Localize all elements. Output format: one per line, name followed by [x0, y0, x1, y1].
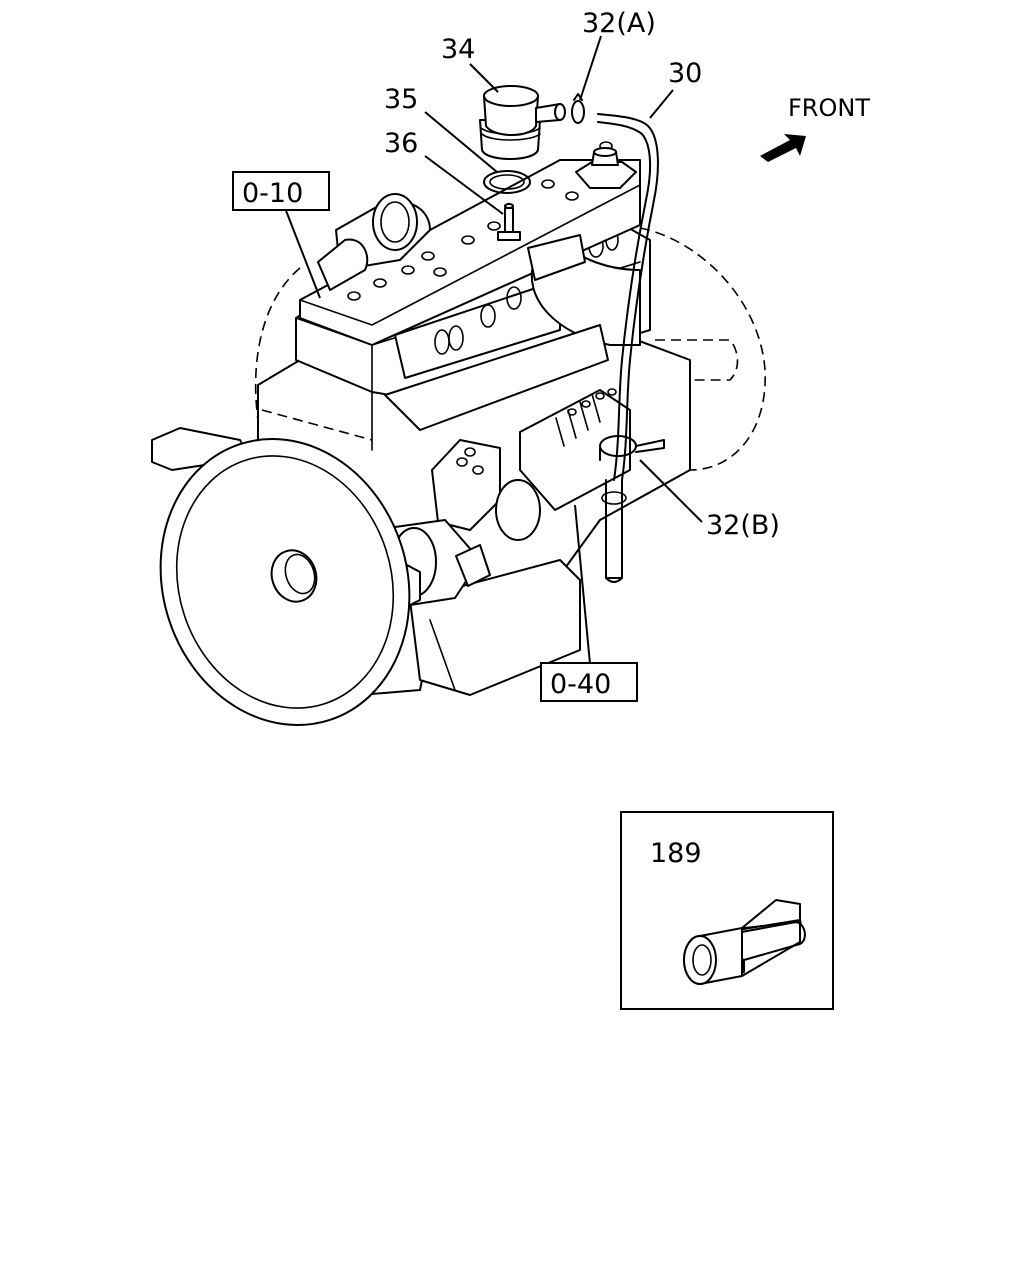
breather-part-34: [479, 85, 566, 160]
label-part-32a: 32(A): [582, 8, 656, 39]
reference-box-0-10[interactable]: 0-10: [232, 171, 330, 211]
bushing-part-189: [683, 899, 806, 985]
front-direction-arrow-icon: [760, 134, 806, 162]
reference-label-0-40: 0-40: [550, 669, 611, 700]
hose-clamp-part-32a: [571, 93, 585, 124]
label-part-30: 30: [668, 58, 702, 89]
reference-label-0-10: 0-10: [242, 178, 303, 209]
label-part-189: 189: [650, 838, 702, 869]
label-part-36: 36: [384, 128, 418, 159]
inset-panel-part-189: 189: [620, 811, 834, 1010]
label-part-32b: 32(B): [706, 510, 780, 541]
breather-hose-part-30: [597, 113, 659, 481]
reference-box-0-40[interactable]: 0-40: [540, 662, 638, 702]
label-part-34: 34: [441, 34, 475, 65]
hose-clip-part-32b: [599, 435, 665, 505]
label-part-35: 35: [384, 84, 418, 115]
front-label: FRONT: [788, 94, 870, 122]
o-ring-part-35: [483, 170, 531, 194]
engine-illustration: [151, 141, 766, 726]
bolt-part-36: [497, 203, 521, 241]
